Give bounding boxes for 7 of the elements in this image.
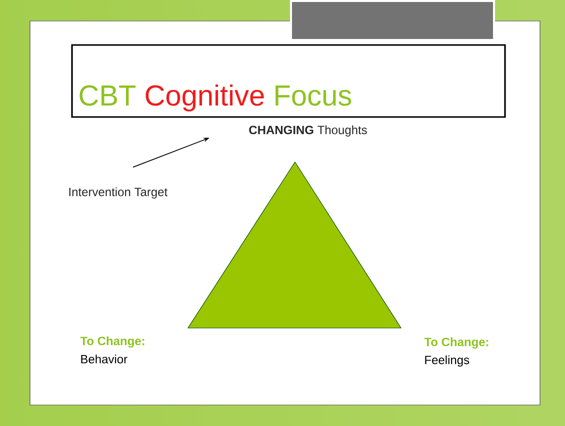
corner-label: Behavior xyxy=(81,354,128,364)
thoughts-label: CHANGING Thoughts xyxy=(249,125,367,137)
heading-label: To Change: xyxy=(80,336,144,348)
corner-label: Feelings xyxy=(425,355,470,367)
target-label: Intervention Target xyxy=(69,187,168,199)
title: CBT Cognitive Focus xyxy=(80,84,352,112)
heading-label: To Change: xyxy=(424,337,488,349)
